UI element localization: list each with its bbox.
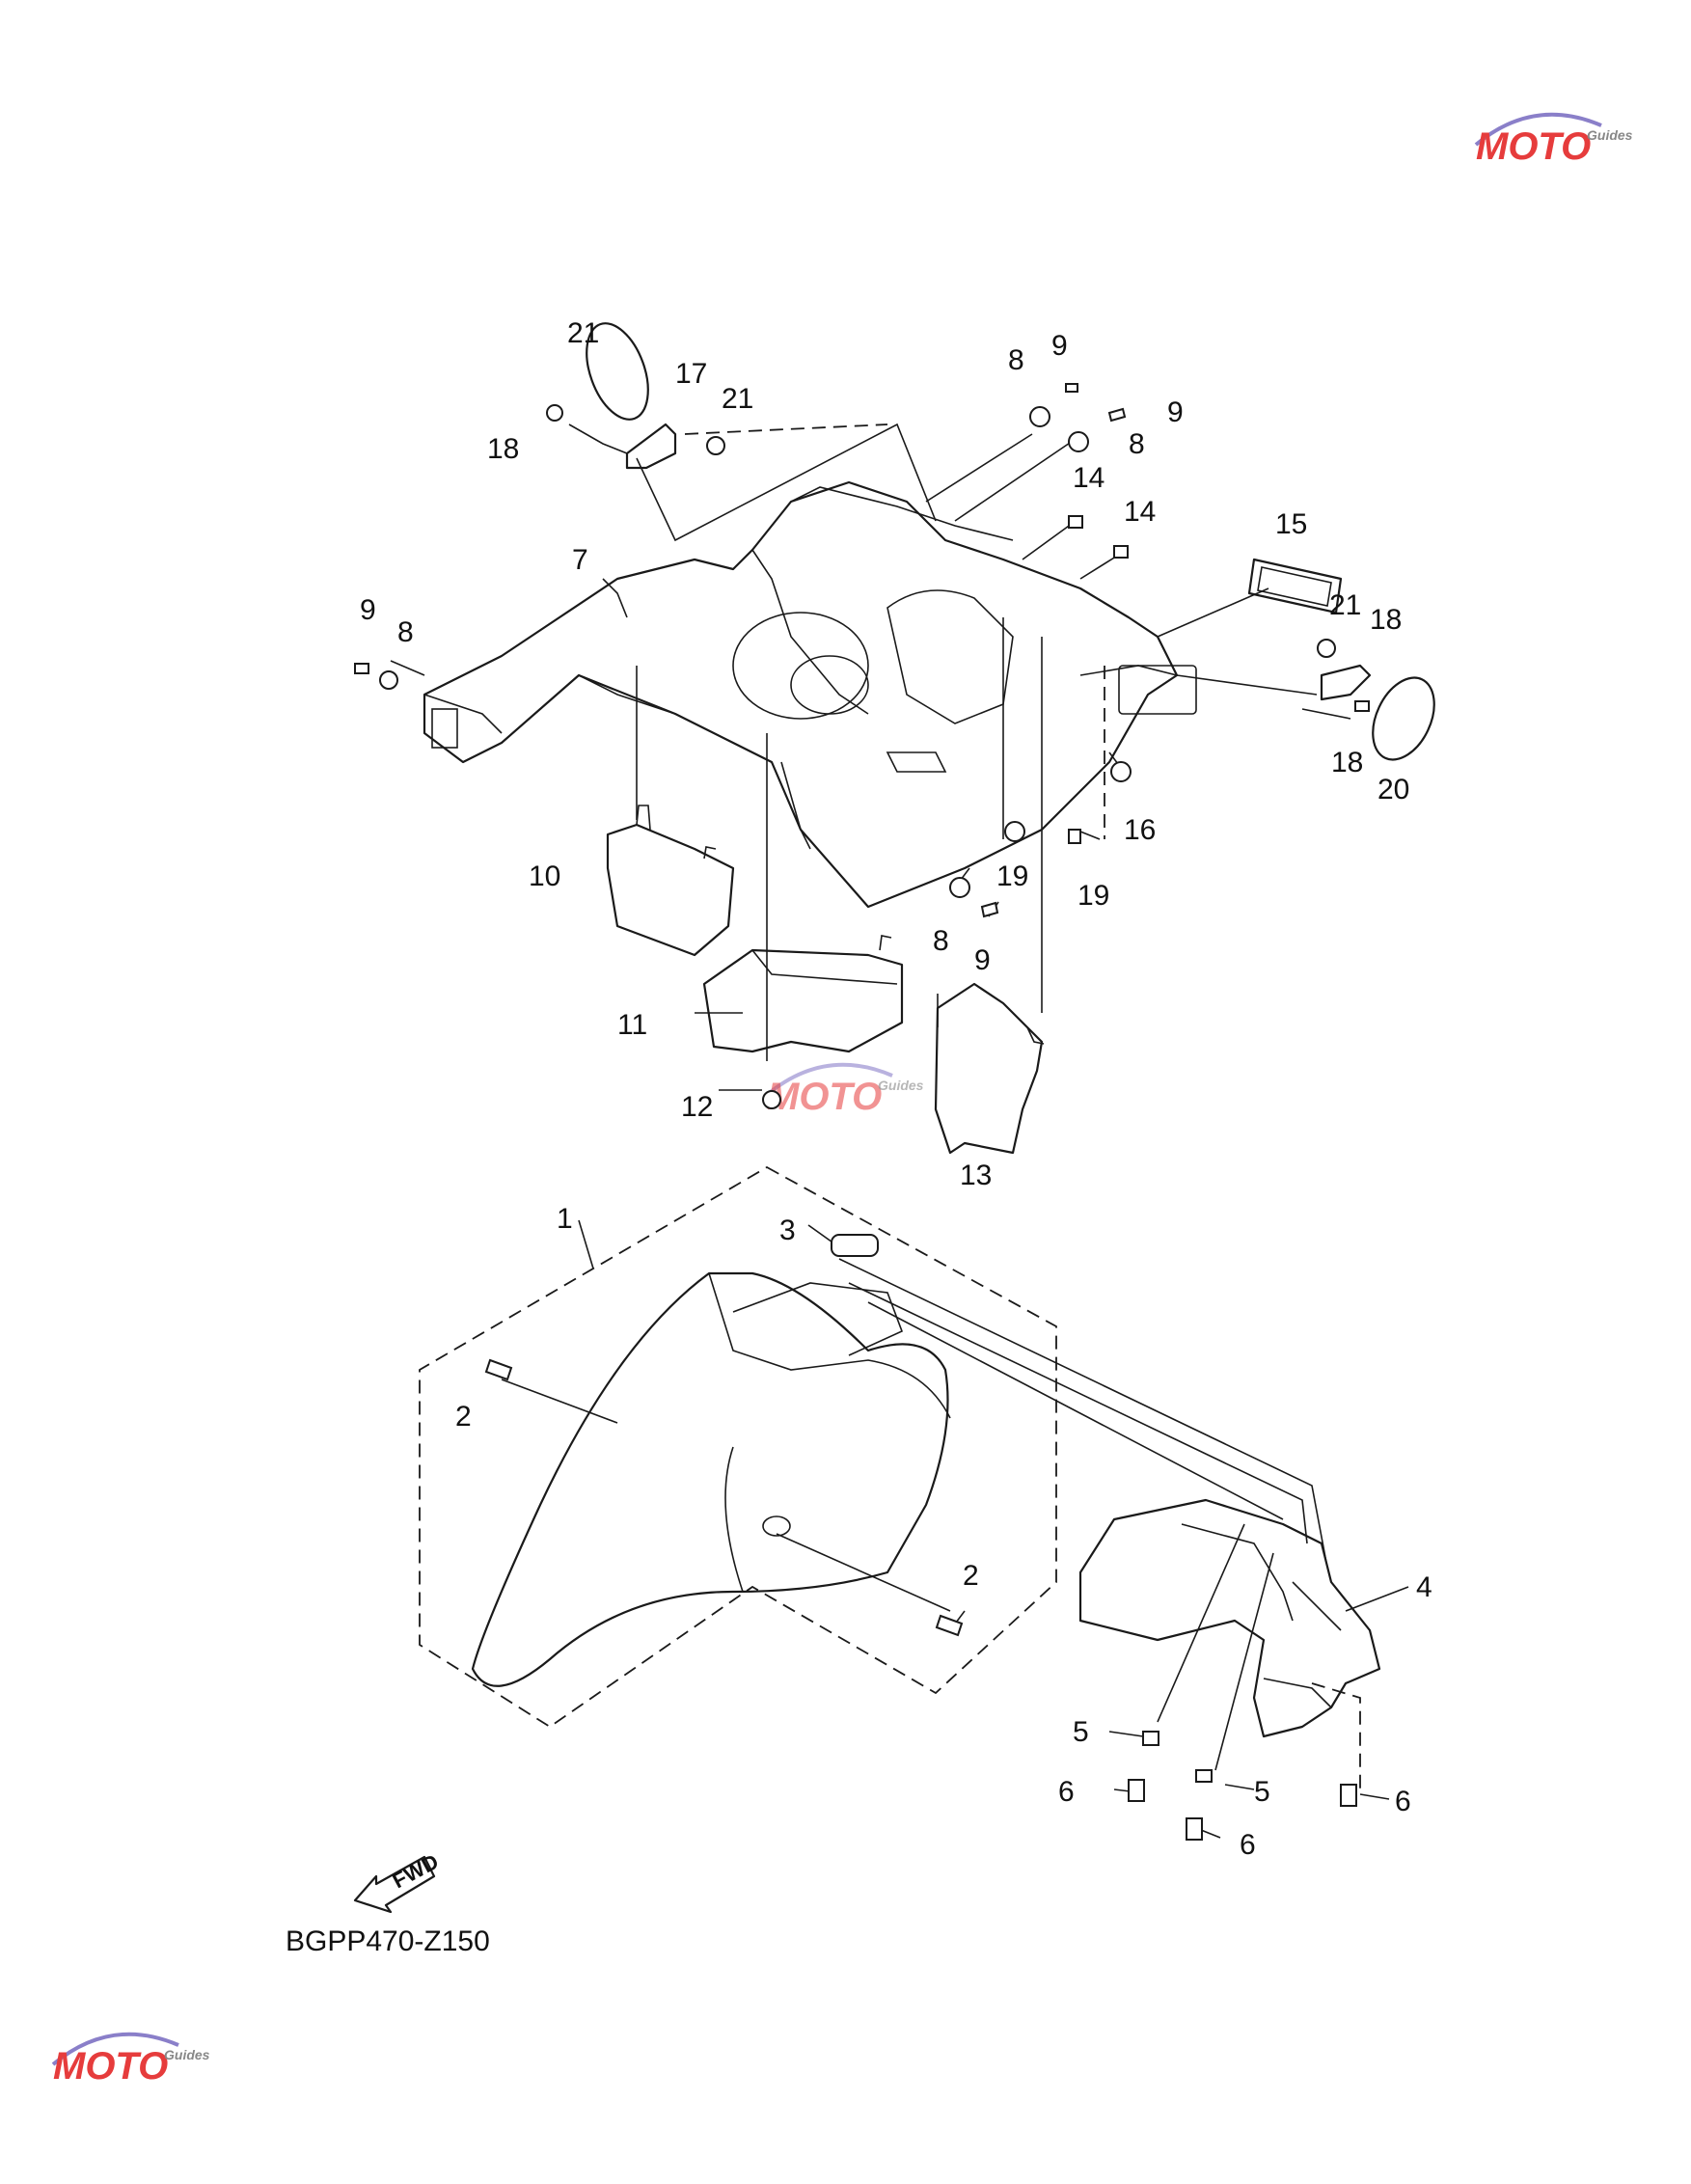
nut-part-16 bbox=[1110, 761, 1132, 782]
callout-19-b: 19 bbox=[1077, 880, 1109, 912]
bolt-part-9-c bbox=[980, 901, 999, 918]
fwd-arrow-icon: FWD bbox=[353, 1849, 443, 1914]
callout-17-left: 17 bbox=[675, 358, 707, 390]
callout-18-left: 18 bbox=[487, 433, 519, 465]
callout-10: 10 bbox=[529, 860, 560, 892]
dashed-guide-bottom-right bbox=[1311, 1682, 1361, 1794]
bolt-part-2-upper bbox=[484, 1358, 513, 1381]
bolt-part-9-a bbox=[1065, 383, 1078, 393]
callout-9-b: 9 bbox=[1167, 396, 1184, 428]
callout-13: 13 bbox=[960, 1160, 992, 1191]
watermark-logo-bottom-left: MOTO Guides bbox=[51, 2032, 210, 2088]
callout-3: 3 bbox=[779, 1215, 796, 1246]
callout-8-d: 8 bbox=[933, 925, 949, 957]
diagram-code: BGPP470-Z150 bbox=[286, 1925, 490, 1957]
callout-8-b: 8 bbox=[1129, 428, 1145, 460]
callout-9-a: 9 bbox=[1051, 330, 1068, 362]
clip-part-5-right bbox=[1195, 1769, 1213, 1783]
callout-9-d: 9 bbox=[974, 944, 991, 976]
svg-text:MOTO: MOTO bbox=[767, 1076, 882, 1118]
nut-part-8-d bbox=[379, 670, 398, 690]
callout-16: 16 bbox=[1124, 814, 1156, 846]
nut-part-8-a bbox=[1029, 406, 1050, 427]
nut-part-18-left bbox=[546, 404, 563, 422]
svg-text:Guides: Guides bbox=[878, 1078, 924, 1093]
clip-part-14-a bbox=[1068, 515, 1083, 529]
bolt-part-18-right bbox=[1354, 700, 1370, 712]
clip-part-5-left bbox=[1142, 1731, 1159, 1746]
callout-5-right: 5 bbox=[1254, 1776, 1270, 1808]
svg-text:Guides: Guides bbox=[164, 2047, 210, 2062]
watermark-logo-top-right: MOTO Guides bbox=[1474, 112, 1633, 168]
mud-guard-part-4 bbox=[1078, 1498, 1381, 1738]
callout-14-b: 14 bbox=[1124, 496, 1156, 528]
callout-19-a: 19 bbox=[996, 860, 1028, 892]
callout-4: 4 bbox=[1416, 1571, 1432, 1603]
callout-1: 1 bbox=[557, 1203, 573, 1235]
inner-piece-part-13 bbox=[934, 982, 1045, 1155]
bracket-part-17-right bbox=[1320, 664, 1372, 701]
callout-2-lower: 2 bbox=[963, 1560, 979, 1592]
svg-text:MOTO: MOTO bbox=[1476, 125, 1591, 168]
svg-text:MOTO: MOTO bbox=[53, 2045, 168, 2088]
callout-8-a: 8 bbox=[1008, 344, 1024, 376]
assembly-boundary-part-1 bbox=[419, 1165, 1057, 1729]
callout-17-right: 18 bbox=[1370, 604, 1402, 636]
duct-cover-part-11 bbox=[702, 935, 904, 1053]
bolt-part-2-lower bbox=[935, 1614, 964, 1637]
bolt-part-9-d bbox=[354, 663, 369, 674]
callout-14-a: 14 bbox=[1073, 462, 1105, 494]
callout-9-c: 9 bbox=[360, 594, 376, 626]
cap-part-3 bbox=[831, 1234, 879, 1257]
side-cover-part-10 bbox=[606, 805, 735, 957]
callout-7: 7 bbox=[572, 544, 588, 576]
disc-part-20-right bbox=[1372, 676, 1435, 761]
dashed-guide-upper bbox=[684, 423, 888, 435]
callout-5-left: 5 bbox=[1073, 1716, 1089, 1748]
hardware-items bbox=[354, 383, 1370, 1841]
nut-part-8-b bbox=[1068, 431, 1089, 452]
front-fender-part-1 bbox=[471, 1271, 951, 1687]
callout-12: 12 bbox=[681, 1091, 713, 1123]
nut-part-21-right bbox=[1317, 639, 1336, 658]
callout-8-c: 8 bbox=[397, 616, 414, 648]
nut-part-19-a bbox=[1004, 821, 1025, 842]
callout-6-c: 6 bbox=[1395, 1786, 1411, 1817]
bolt-part-6-b bbox=[1186, 1817, 1203, 1841]
bolt-part-6-c bbox=[1340, 1784, 1357, 1807]
callout-11: 11 bbox=[617, 1009, 647, 1041]
disc-part-20-left bbox=[586, 322, 649, 421]
callout-20-right: 20 bbox=[1377, 774, 1409, 805]
callout-6-a: 6 bbox=[1058, 1776, 1075, 1808]
bolt-part-9-b bbox=[1107, 407, 1127, 423]
nut-part-21-left bbox=[706, 436, 725, 455]
callout-6-b: 6 bbox=[1240, 1829, 1256, 1861]
clip-part-19-b bbox=[1068, 829, 1081, 844]
callout-20-left: 21 bbox=[567, 317, 599, 349]
callout-18-right: 18 bbox=[1331, 747, 1363, 778]
callout-2-upper: 2 bbox=[455, 1401, 472, 1433]
callout-21-left: 21 bbox=[722, 383, 753, 415]
callout-21-right: 21 bbox=[1329, 589, 1361, 621]
bolt-part-6-a bbox=[1128, 1779, 1145, 1802]
callout-numbers: 21 17 21 18 8 9 9 8 14 14 15 21 18 18 20… bbox=[360, 317, 1432, 1861]
svg-text:Guides: Guides bbox=[1587, 127, 1633, 143]
callout-15: 15 bbox=[1275, 508, 1307, 540]
nut-part-12 bbox=[762, 1090, 781, 1109]
watermark-logo-center: MOTO Guides bbox=[765, 1062, 924, 1118]
reflector-part-15 bbox=[1247, 558, 1343, 614]
bracket-part-17-left bbox=[625, 423, 677, 470]
clip-part-14-b bbox=[1113, 545, 1129, 559]
nut-part-8-c bbox=[949, 877, 970, 898]
